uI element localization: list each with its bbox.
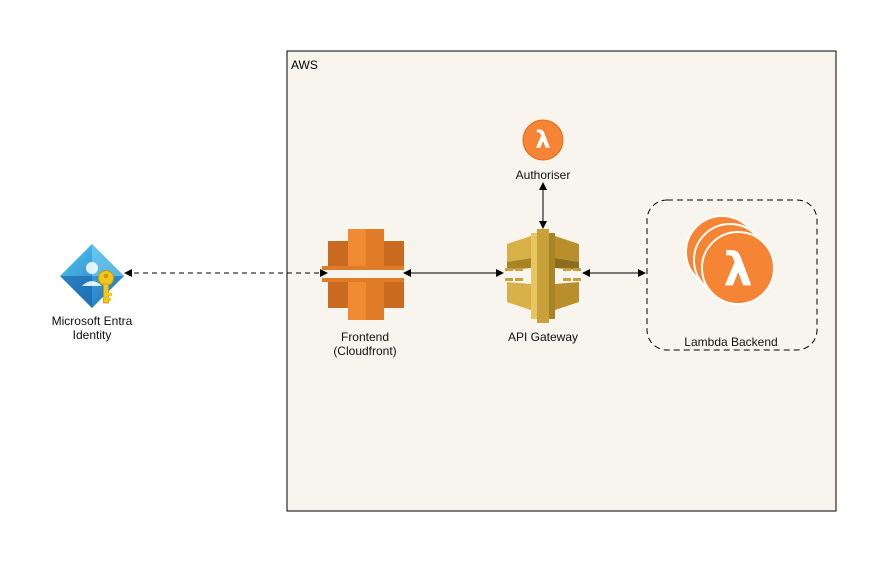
frontend-label-line2: (Cloudfront) <box>333 344 397 358</box>
identity-label: Microsoft Entra Identity <box>32 314 152 342</box>
identity-label-line2: Identity <box>72 328 112 342</box>
svg-text:λ: λ <box>723 242 752 296</box>
cloudfront-icon <box>322 229 404 320</box>
lambda-backend-group-box <box>646 199 818 351</box>
authoriser-label: Authoriser <box>515 168 571 182</box>
gateway-label: API Gateway <box>507 330 579 344</box>
frontend-label-line1: Frontend <box>340 330 390 344</box>
identity-label-line1: Microsoft Entra <box>51 314 133 328</box>
backend-label: Lambda Backend <box>684 335 778 349</box>
lambda-icon: λ <box>522 119 564 161</box>
lambda-stack-icon: λ <box>685 215 775 305</box>
frontend-label: Frontend (Cloudfront) <box>305 330 425 358</box>
svg-text:λ: λ <box>535 126 550 154</box>
aws-group-label: AWS <box>291 58 318 72</box>
entra-id-key-icon <box>60 244 124 308</box>
api-gateway-icon <box>505 229 581 323</box>
